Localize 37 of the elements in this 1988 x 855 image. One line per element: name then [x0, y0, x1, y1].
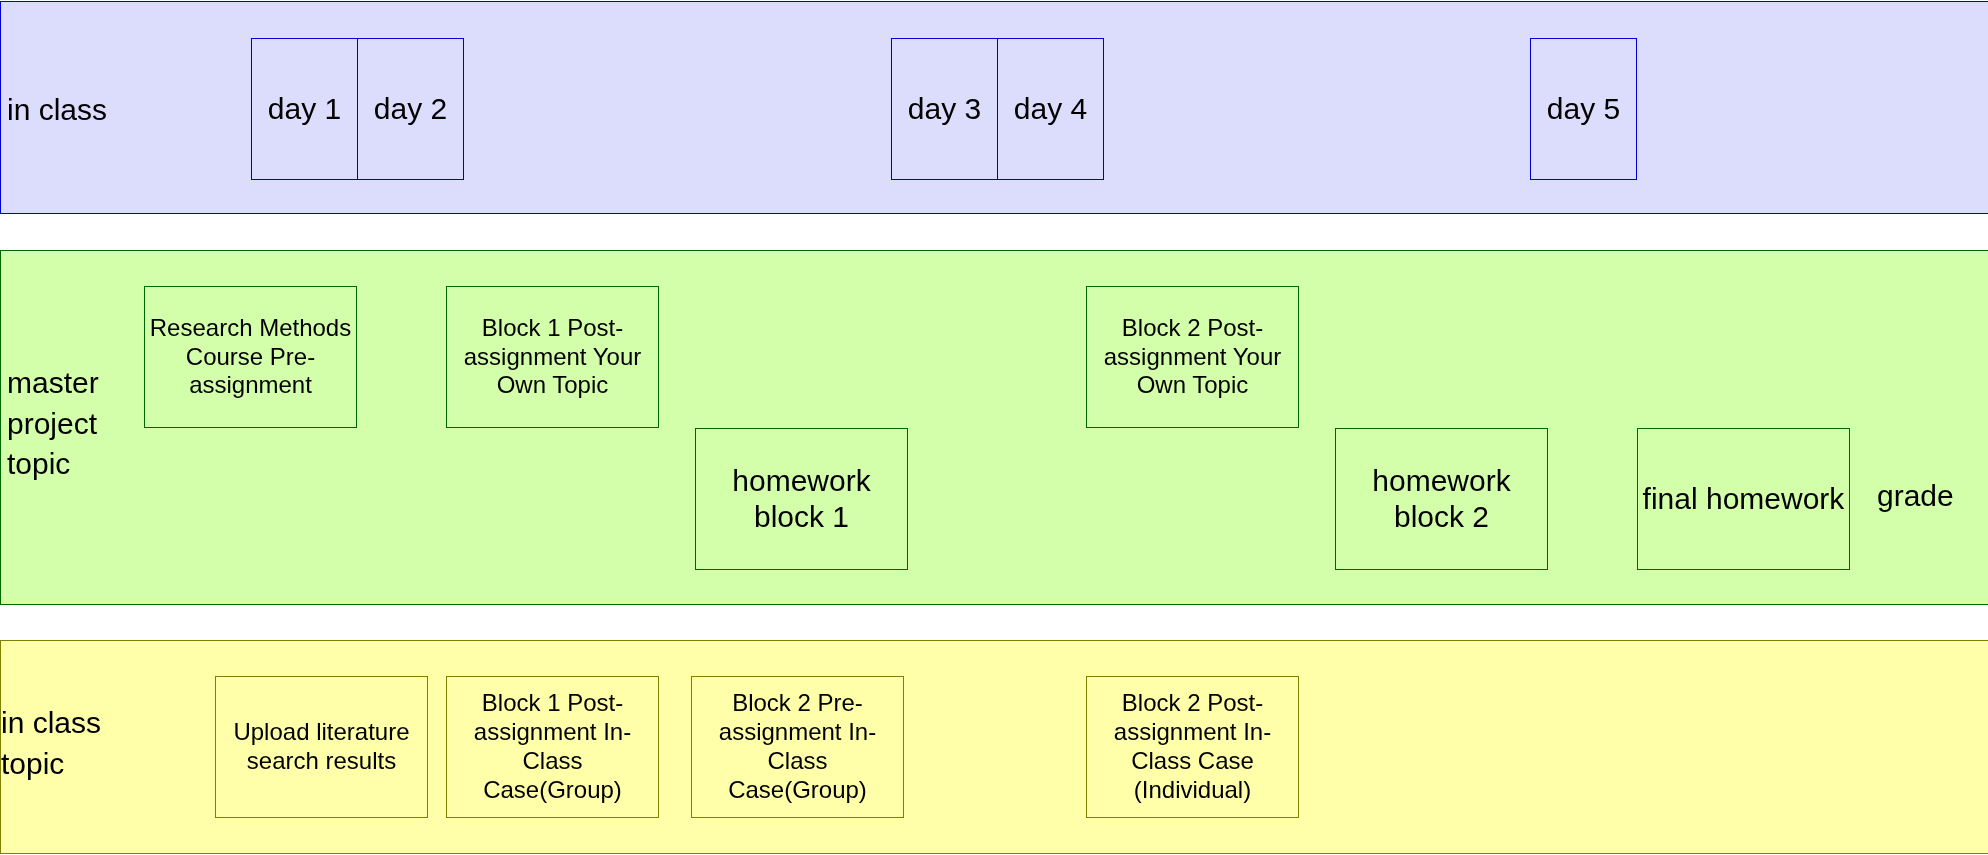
box-text: Research Methods Course Pre-assignment	[149, 313, 352, 401]
activity-box	[446, 676, 659, 818]
box-text: Block 2 Post-assignment Your Own Topic	[1102, 313, 1283, 401]
box-text: day 4	[1013, 91, 1088, 127]
box-text: Block 2 Pre-assignment In-Class Case(Group)	[717, 689, 878, 805]
activity-box	[357, 38, 464, 180]
swimlane-band	[0, 1, 1988, 214]
box-text: homework block 2	[1371, 463, 1512, 535]
activity-box	[1637, 428, 1850, 570]
box-text: day 3	[907, 91, 982, 127]
lane-label: master project topic	[7, 365, 100, 482]
activity-box	[446, 286, 659, 428]
box-text: day 5	[1546, 91, 1621, 127]
box-text: day 1	[267, 91, 342, 127]
lane-label: in class	[7, 92, 109, 128]
activity-box	[891, 38, 998, 180]
activity-box	[251, 38, 358, 180]
activity-box	[144, 286, 357, 428]
note-label: grade	[1877, 479, 1954, 513]
box-text: homework block 1	[731, 463, 872, 535]
activity-box	[1530, 38, 1637, 180]
swimlane-band	[0, 250, 1988, 605]
box-text: Block 1 Post-assignment Your Own Topic	[462, 313, 643, 401]
activity-box	[1086, 676, 1299, 818]
activity-box	[997, 38, 1104, 180]
box-text: Block 2 Post-assignment In-Class Case (Individual)	[1112, 689, 1273, 805]
box-text: day 2	[373, 91, 448, 127]
activity-box	[1335, 428, 1548, 570]
activity-box	[215, 676, 428, 818]
swimlane-band	[0, 640, 1988, 854]
activity-box	[1086, 286, 1299, 428]
activity-box	[691, 676, 904, 818]
activity-box	[695, 428, 908, 570]
lane-label: in class topic	[1, 705, 103, 782]
box-text: final homework	[1642, 481, 1845, 517]
box-text: Upload literature search results	[232, 718, 411, 776]
box-text: Block 1 Post-assignment In-Class Case(Group)	[472, 689, 633, 805]
